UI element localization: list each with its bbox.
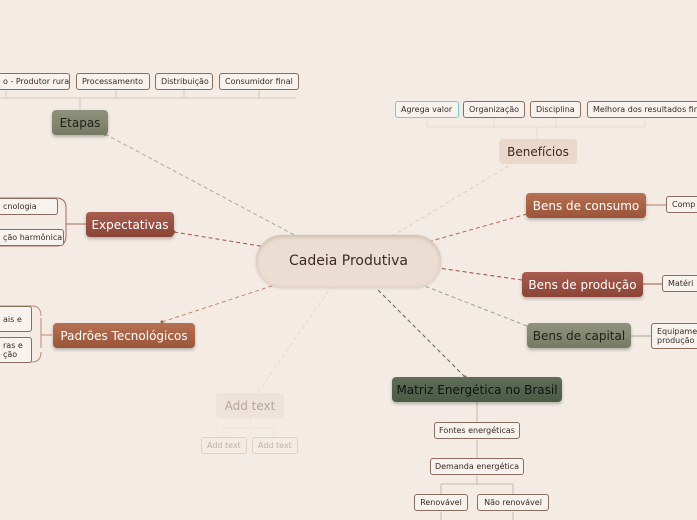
connector-padroes — [160, 279, 291, 324]
connector-beneficios — [391, 161, 516, 237]
central-topic[interactable]: Cadeia Produtiva — [256, 235, 441, 287]
expectativas-bracket — [0, 197, 86, 247]
connector-matriz — [375, 287, 467, 379]
matriz-item-nao-renovavel[interactable]: Não renovável — [477, 494, 549, 511]
topic-bens-de-capital[interactable]: Bens de capital — [527, 323, 631, 348]
expectativas-item-harmonica[interactable]: ção harmônica — [0, 229, 64, 246]
topic-bens-de-consumo[interactable]: Bens de consumo — [526, 193, 646, 218]
bens-capital-item-line1: Equipame — [657, 327, 697, 336]
bens-consumo-item[interactable]: Comp — [666, 196, 697, 213]
connector-etapas — [103, 132, 301, 239]
matriz-chain — [440, 402, 514, 520]
etapas-item-produtor-rural[interactable]: o - Produtor rural — [0, 73, 70, 90]
bens-capital-item-line2: produção — [657, 336, 695, 345]
connector-bens-capital — [411, 280, 528, 327]
expectativas-item-tecnologia[interactable]: cnologia — [0, 198, 58, 215]
topic-etapas[interactable]: Etapas — [52, 110, 108, 135]
matriz-item-fontes-energeticas[interactable]: Fontes energéticas — [434, 422, 520, 439]
connector-bens-producao — [437, 267, 523, 281]
add-text-item-2[interactable]: Add text — [252, 437, 298, 454]
topic-expectativas[interactable]: Expectativas — [86, 212, 174, 237]
connector-expectativas — [172, 230, 267, 248]
beneficios-bracket — [426, 118, 646, 139]
etapas-item-consumidor-final[interactable]: Consumidor final — [219, 73, 299, 90]
topic-add-text[interactable]: Add text — [216, 393, 284, 418]
padroes-item-1-text: ais e — [3, 314, 22, 324]
connector-add-text — [257, 285, 333, 393]
etapas-bracket — [0, 90, 296, 110]
connector-bens-consumo — [423, 213, 528, 244]
padroes-item-2-line2: ção — [3, 350, 18, 359]
topic-bens-de-producao[interactable]: Bens de produção — [522, 272, 643, 297]
padroes-item-1[interactable]: ais e — [0, 306, 32, 332]
topic-beneficios[interactable]: Benefícios — [499, 139, 577, 164]
etapas-item-processamento[interactable]: Processamento — [76, 73, 150, 90]
beneficios-item-organizacao[interactable]: Organização — [463, 101, 525, 118]
bens-capital-item[interactable]: Equipame produção — [651, 323, 697, 349]
beneficios-item-melhora[interactable]: Melhora dos resultados fina — [587, 101, 697, 118]
padroes-item-2[interactable]: ras e ção — [0, 337, 32, 363]
matriz-item-demanda-energetica[interactable]: Demanda energética — [430, 458, 524, 475]
topic-padroes-tecnologicos[interactable]: Padrões Tecnológicos — [53, 323, 195, 348]
topic-matriz-energetica[interactable]: Matriz Energética no Brasil — [392, 377, 562, 402]
padroes-bracket — [0, 305, 52, 363]
add-text-item-1[interactable]: Add text — [201, 437, 247, 454]
bens-producao-item[interactable]: Matéri — [662, 275, 697, 292]
padroes-item-2-line1: ras e — [3, 341, 23, 350]
beneficios-item-agrega-valor[interactable]: Agrega valor — [395, 101, 459, 118]
add-text-bracket — [223, 416, 275, 437]
matriz-item-renovavel[interactable]: Renovável — [414, 494, 468, 511]
etapas-item-distribuicao[interactable]: Distribuição — [155, 73, 213, 90]
beneficios-item-disciplina[interactable]: Disciplina — [530, 101, 581, 118]
